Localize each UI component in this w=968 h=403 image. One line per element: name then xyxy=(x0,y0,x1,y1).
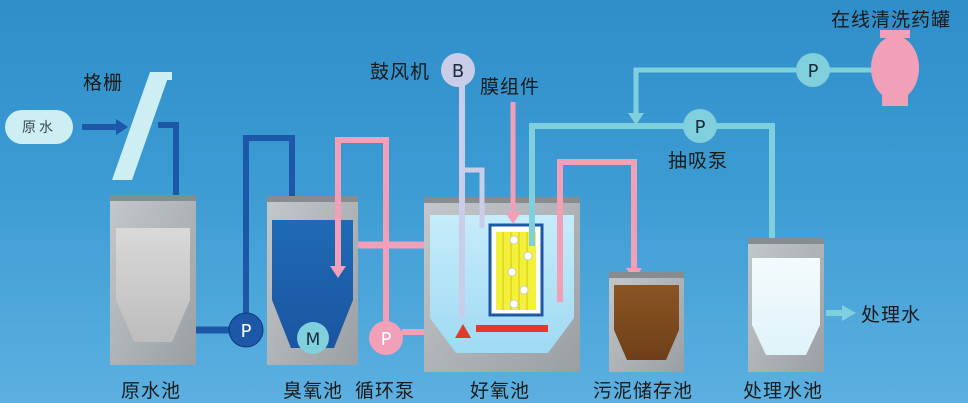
raw-water-tank-label: 原水池 xyxy=(121,380,182,402)
suction-pump-symbol: P xyxy=(695,117,706,138)
ozone-tank-label: 臭氧池 xyxy=(283,380,344,402)
membrane-module-label: 膜组件 xyxy=(480,76,541,98)
suction-pump: P xyxy=(683,109,717,143)
raw-water-tank xyxy=(110,195,196,365)
grille-label: 格栅 xyxy=(83,72,124,94)
cleaning-pump: P xyxy=(796,53,830,87)
sludge-storage-tank-label: 污泥储存池 xyxy=(593,380,694,402)
membrane-pointer-arrow xyxy=(505,102,521,224)
treated-water-tank xyxy=(748,238,824,372)
raw-water-label: 原水 xyxy=(5,110,73,144)
feed-pump-symbol: P xyxy=(241,321,252,342)
sludge-storage-tank xyxy=(609,272,684,372)
treated-water-label: 处理水 xyxy=(861,304,922,326)
blower-label: 鼓风机 xyxy=(370,61,431,83)
ozone-motor-symbol: M xyxy=(306,330,321,350)
ozone-motor: M xyxy=(297,322,329,354)
cleaning-tank-label: 在线清洗药罐 xyxy=(831,9,952,31)
circulation-pump-label: 循环泵 xyxy=(355,380,416,402)
blower-symbol: B xyxy=(452,61,464,82)
aerator-bar xyxy=(476,325,548,332)
blower: B xyxy=(441,53,475,87)
blower-air-pipe xyxy=(459,84,485,318)
aerobic-tank-label: 好氧池 xyxy=(470,380,531,402)
suction-pump-label: 抽吸泵 xyxy=(668,150,729,172)
feed-pump: P xyxy=(228,312,264,348)
treated-water-tank-label: 处理水池 xyxy=(743,380,824,402)
cleaning-pipe xyxy=(628,67,872,125)
ozone-recycle-pipe xyxy=(330,137,389,322)
treated-outflow-arrow xyxy=(826,305,856,321)
grille xyxy=(112,72,172,180)
raw-inflow-arrow xyxy=(82,119,128,135)
cleaning-tank xyxy=(871,30,919,106)
aerator-diffuser xyxy=(455,324,471,338)
cleaning-pump-symbol: P xyxy=(808,61,819,82)
circulation-pump: P xyxy=(369,321,403,355)
circulation-pump-symbol: P xyxy=(381,329,392,350)
